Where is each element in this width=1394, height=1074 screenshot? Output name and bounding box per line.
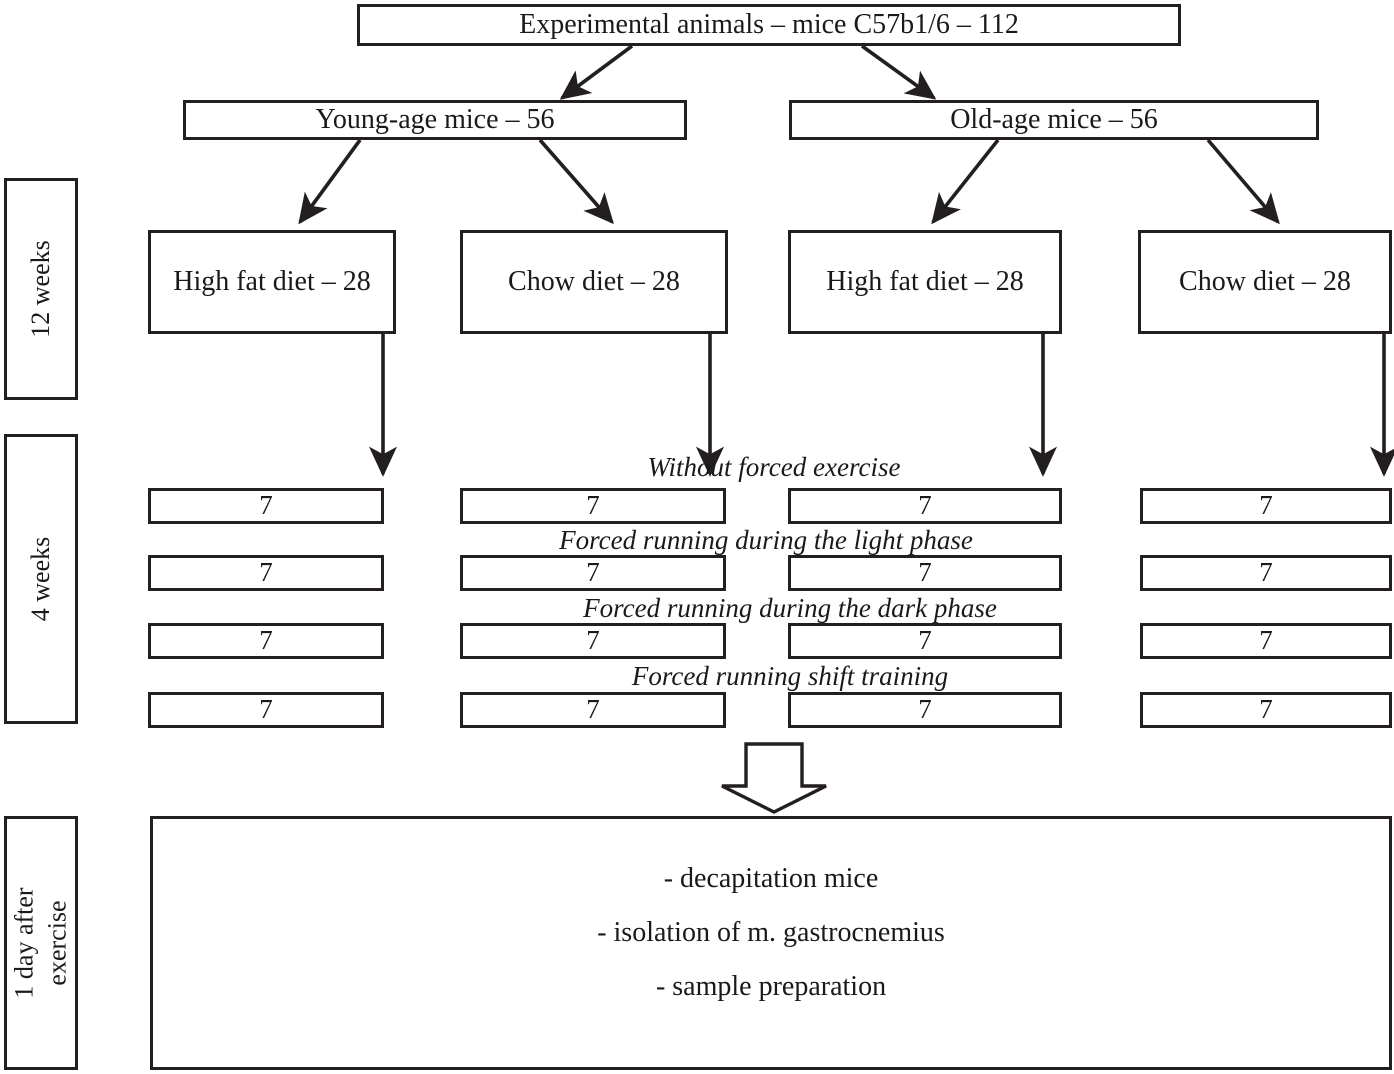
box-diet-young-high-fat-label: High fat diet – 28 <box>173 265 371 297</box>
count-box-r4-c4-value: 7 <box>1259 694 1273 725</box>
group-label-without-forced-exercise-text: Without forced exercise <box>647 452 901 482</box>
count-box-r3-c4-value: 7 <box>1259 625 1273 656</box>
timeline-label-4-weeks: 4 weeks <box>4 434 78 724</box>
box-diet-young-high-fat: High fat diet – 28 <box>148 230 396 334</box>
count-box-r1-c4: 7 <box>1140 488 1392 524</box>
timeline-label-1-day-after-exercise-text: 1 day after exercise <box>9 887 74 998</box>
box-experimental-animals: Experimental animals – mice C57b1/6 – 11… <box>357 4 1181 46</box>
count-box-r1-c1: 7 <box>148 488 384 524</box>
box-experimental-animals-label: Experimental animals – mice C57b1/6 – 11… <box>519 8 1019 40</box>
arrow-top-to-old <box>860 44 937 100</box>
group-label-light-phase-text: Forced running during the light phase <box>559 525 973 555</box>
timeline-label-12-weeks: 12 weeks <box>4 178 78 400</box>
timeline-label-1-day-after-exercise: 1 day after exercise <box>4 816 78 1070</box>
timeline-label-4-weeks-text: 4 weeks <box>25 536 55 622</box>
count-box-r4-c1-value: 7 <box>259 694 273 725</box>
procedure-line-sample-preparation: - sample preparation <box>655 971 887 1002</box>
count-box-r2-c4-value: 7 <box>1259 557 1273 588</box>
procedure-line-decapitation: - decapitation mice <box>663 863 879 894</box>
box-post-exercise-procedures: - decapitation mice - isolation of m. ga… <box>150 816 1392 1070</box>
group-label-shift-training: Forced running shift training <box>632 661 948 692</box>
timeline-label-12-weeks-text: 12 weeks <box>25 240 55 338</box>
group-label-dark-phase: Forced running during the dark phase <box>583 593 997 624</box>
count-box-r1-c2: 7 <box>460 488 726 524</box>
count-box-r2-c1-value: 7 <box>259 557 273 588</box>
box-diet-young-chow: Chow diet – 28 <box>460 230 728 334</box>
count-box-r3-c3: 7 <box>788 623 1062 659</box>
count-box-r3-c2-value: 7 <box>586 625 600 656</box>
box-young-age-mice-label: Young-age mice – 56 <box>315 103 555 135</box>
box-old-age-mice-label: Old-age mice – 56 <box>950 103 1158 135</box>
box-diet-old-chow: Chow diet – 28 <box>1138 230 1392 334</box>
count-box-r2-c2: 7 <box>460 555 726 591</box>
procedure-line-isolation: - isolation of m. gastrocnemius <box>597 917 945 948</box>
count-box-r3-c4: 7 <box>1140 623 1392 659</box>
count-box-r3-c1: 7 <box>148 623 384 659</box>
box-diet-young-chow-label: Chow diet – 28 <box>508 265 680 297</box>
box-diet-old-high-fat: High fat diet – 28 <box>788 230 1062 334</box>
count-box-r1-c1-value: 7 <box>259 490 273 521</box>
count-box-r4-c2-value: 7 <box>586 694 600 725</box>
box-old-age-mice: Old-age mice – 56 <box>789 100 1319 140</box>
box-diet-old-chow-label: Chow diet – 28 <box>1179 265 1351 297</box>
block-arrow-down <box>721 742 827 814</box>
count-box-r4-c4: 7 <box>1140 692 1392 728</box>
count-box-r2-c2-value: 7 <box>586 557 600 588</box>
arrow-young-to-chow <box>538 138 614 225</box>
count-box-r2-c3: 7 <box>788 555 1062 591</box>
group-label-dark-phase-text: Forced running during the dark phase <box>583 593 997 623</box>
box-diet-old-high-fat-label: High fat diet – 28 <box>826 265 1024 297</box>
count-box-r4-c2: 7 <box>460 692 726 728</box>
arrow-old-to-chow <box>1206 138 1280 225</box>
count-box-r1-c2-value: 7 <box>586 490 600 521</box>
count-box-r4-c3-value: 7 <box>918 694 932 725</box>
count-box-r4-c3: 7 <box>788 692 1062 728</box>
arrow-young-to-hfd <box>298 138 362 225</box>
count-box-r1-c4-value: 7 <box>1259 490 1273 521</box>
timeline-label-line-1: 1 day after <box>9 887 39 999</box>
count-box-r3-c1-value: 7 <box>259 625 273 656</box>
count-box-r1-c3: 7 <box>788 488 1062 524</box>
timeline-label-line-2: exercise <box>42 900 71 986</box>
arrow-old-to-hfd <box>931 138 1000 225</box>
box-young-age-mice: Young-age mice – 56 <box>183 100 687 140</box>
group-label-without-forced-exercise: Without forced exercise <box>648 452 901 483</box>
count-box-r4-c1: 7 <box>148 692 384 728</box>
count-box-r3-c3-value: 7 <box>918 625 932 656</box>
count-box-r2-c1: 7 <box>148 555 384 591</box>
group-label-light-phase: Forced running during the light phase <box>559 525 973 556</box>
group-label-shift-training-text: Forced running shift training <box>631 661 949 691</box>
arrow-top-to-young <box>559 44 634 100</box>
count-box-r2-c4: 7 <box>1140 555 1392 591</box>
count-box-r2-c3-value: 7 <box>918 557 932 588</box>
count-box-r3-c2: 7 <box>460 623 726 659</box>
count-box-r1-c3-value: 7 <box>918 490 932 521</box>
